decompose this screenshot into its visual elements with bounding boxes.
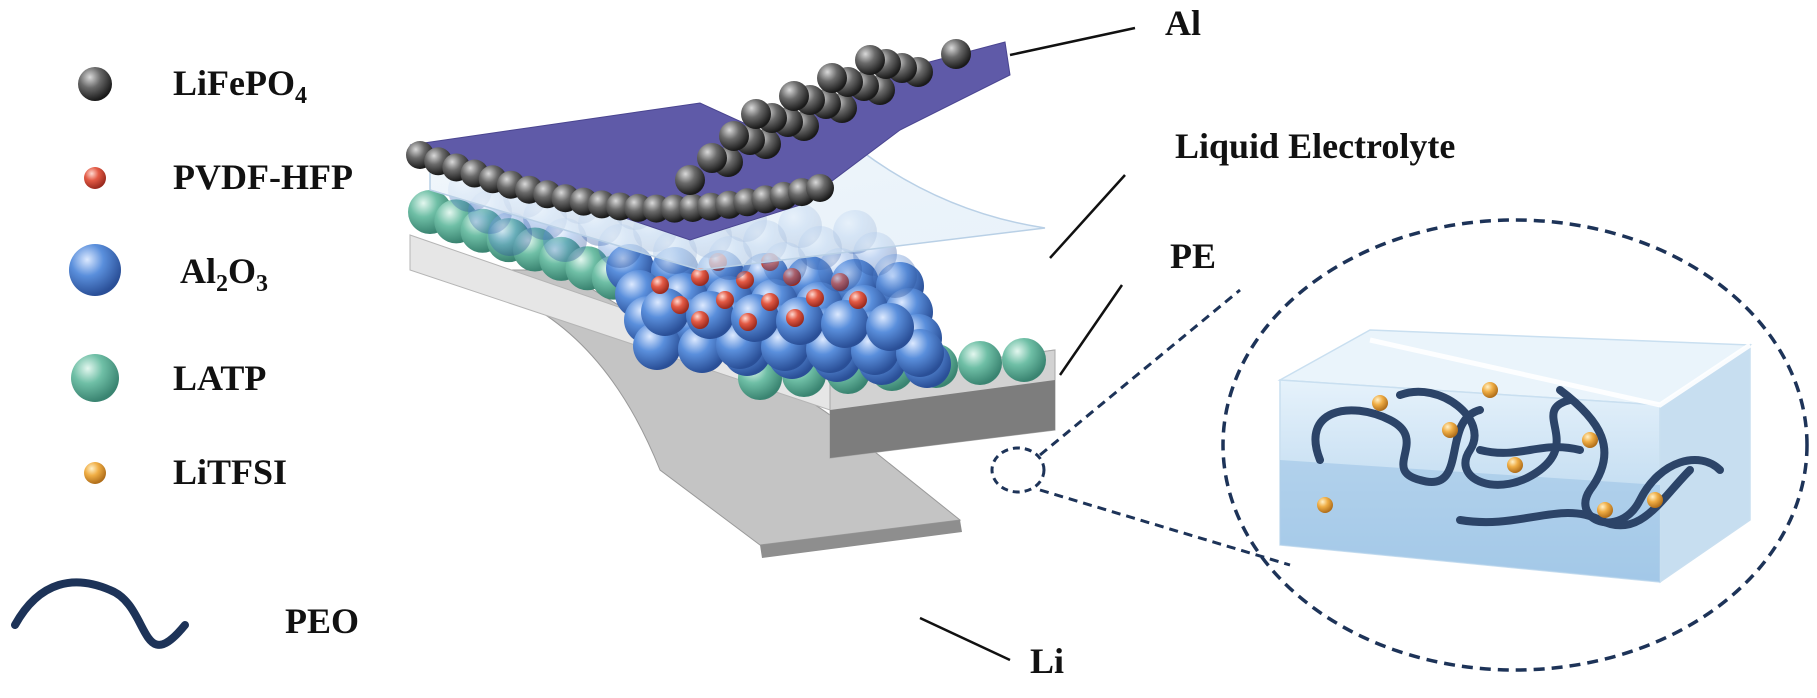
pvdf-hfp-particle: [761, 293, 779, 311]
pe-leader: [1058, 284, 1124, 376]
peo-chains: [1311, 386, 1724, 530]
zoom-callout: [990, 218, 1809, 672]
electrolyte-leader: [1049, 174, 1126, 259]
lifepo4-particle: [697, 143, 727, 173]
pvdf-hfp-particle: [849, 291, 867, 309]
layer-label-li: Li: [1030, 641, 1065, 681]
litfsi-ion: [1442, 422, 1458, 438]
litfsi-ion: [1597, 502, 1613, 518]
litfsi-ion: [1647, 492, 1663, 508]
al2o3-particle: [488, 212, 532, 256]
legend-icons: [11, 67, 189, 649]
litfsi-legend-icon: [84, 462, 106, 484]
pvdf-hfp-particle: [691, 268, 709, 286]
legend-label-peo: PEO: [285, 601, 360, 641]
latp-particle: [958, 341, 1002, 385]
litfsi-ion: [1372, 395, 1388, 411]
li-leader: [919, 616, 1011, 662]
latp-particle: [1002, 338, 1046, 382]
pvdf-hfp-particle: [739, 313, 757, 331]
lifepo4-particle-layer: [406, 39, 971, 223]
legend-label-litfsi: LiTFSI: [173, 452, 288, 492]
zoom-ellipse: [1221, 218, 1809, 672]
al2o3-particle: [821, 300, 869, 348]
peo-legend-icon: [11, 578, 189, 649]
pvdf-hfp-particle: [806, 289, 824, 307]
layer-label-pe: PE: [1170, 236, 1217, 276]
pvdf-hfp-particle: [691, 311, 709, 329]
litfsi-ion: [1482, 382, 1498, 398]
lifepo4-particle: [779, 81, 809, 111]
al2o3-particle: [866, 303, 914, 351]
legend-label-pvdf-hfp: PVDF-HFP: [173, 157, 353, 197]
leader-lines: [919, 26, 1136, 662]
pvdf-hfp-particle: [651, 276, 669, 294]
al-leader: [1009, 26, 1136, 57]
pvdf-hfp-particle: [786, 309, 804, 327]
layer-label-liquid-electrolyte: Liquid Electrolyte: [1175, 126, 1456, 166]
legend-label-lifepo4: LiFePO4: [173, 63, 307, 109]
lifepo4-legend-icon: [78, 67, 112, 101]
litfsi-ion: [1317, 497, 1333, 513]
lifepo4-particle: [719, 121, 749, 151]
al2o3-legend-icon: [69, 244, 121, 296]
lifepo4-particle: [941, 39, 971, 69]
legend-label-latp: LATP: [173, 358, 267, 398]
lifepo4-particle: [855, 45, 885, 75]
zoom-source-ring: [990, 446, 1046, 494]
legend-label-al2o3: Al2O3: [180, 251, 269, 297]
litfsi-ions: [1317, 382, 1663, 518]
lifepo4-particle: [806, 173, 834, 202]
al2o3-particle: [818, 248, 862, 292]
pvdf-legend-icon: [84, 167, 106, 189]
lifepo4-particle: [817, 63, 847, 93]
al2o3-particle: [873, 254, 917, 298]
pvdf-hfp-particle: [671, 296, 689, 314]
lifepo4-particle: [675, 165, 705, 195]
latp-legend-icon: [71, 354, 119, 402]
lifepo4-particle: [741, 99, 771, 129]
litfsi-ion: [1507, 457, 1523, 473]
pvdf-hfp-particle: [716, 291, 734, 309]
layer-label-al: Al: [1165, 3, 1201, 43]
litfsi-ion: [1582, 432, 1598, 448]
